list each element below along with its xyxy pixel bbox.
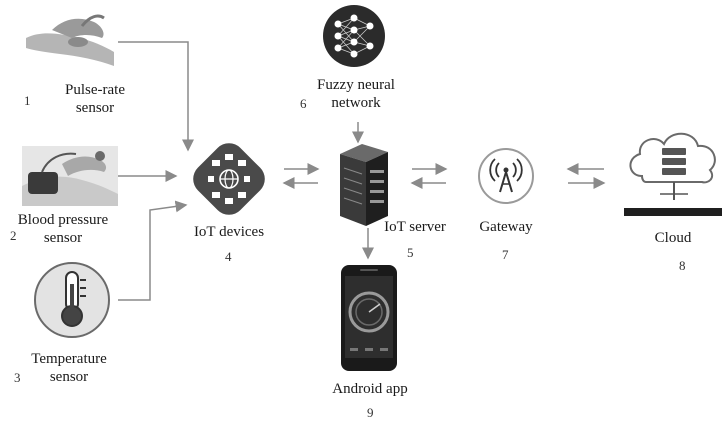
iot-server-icon	[340, 144, 388, 226]
blood-pressure-sensor-number: 2	[10, 228, 17, 243]
gateway-label: Gateway	[479, 219, 533, 235]
cloud-label: Cloud	[654, 230, 692, 246]
android-app-number: 9	[367, 405, 374, 420]
android-app-label: Android app	[332, 381, 408, 397]
iot-devices-number: 4	[225, 249, 232, 264]
gateway-antenna-icon	[478, 148, 534, 204]
iot-devices-icon	[193, 143, 265, 215]
neural-network-icon	[323, 5, 385, 67]
temperature-sensor-number: 3	[14, 370, 21, 385]
cloud-number: 8	[679, 258, 686, 273]
iot-server-number: 5	[407, 245, 414, 260]
gateway-number: 7	[502, 247, 509, 262]
temp-to-iot-line	[118, 200, 188, 301]
cloud-database-icon	[624, 132, 722, 216]
thermometer-icon	[34, 262, 110, 338]
pulse-rate-sensor-number: 1	[24, 93, 31, 108]
blood-pressure-sensor-image	[22, 146, 118, 206]
pulse-rate-sensor-image	[26, 14, 114, 66]
fuzzy-neural-network-number: 6	[300, 96, 307, 111]
pulse-to-iot-line	[118, 41, 194, 152]
iot-devices-label: IoT devices	[193, 224, 265, 240]
iot-server-label: IoT server	[384, 219, 446, 235]
android-phone-icon	[341, 265, 397, 371]
